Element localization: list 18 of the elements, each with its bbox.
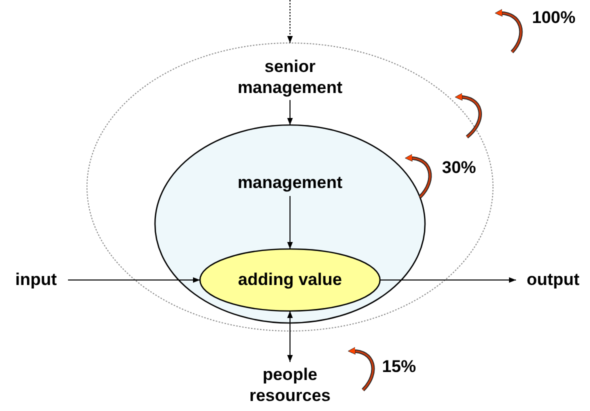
arrow: [287, 310, 293, 362]
node-label: management: [236, 172, 344, 193]
arrow: [287, 100, 293, 126]
node-label: input: [14, 269, 58, 290]
percentage-label: 15%: [382, 357, 416, 377]
arrow: [68, 277, 200, 283]
arrow: [287, 0, 293, 44]
node-label: senior management: [236, 56, 344, 98]
arrow: [287, 196, 293, 250]
percentage-label: 30%: [442, 158, 476, 178]
ellipse: [199, 248, 381, 312]
dotted-ellipse: [86, 42, 494, 332]
node-label: people resources: [248, 364, 332, 406]
node-label: adding value: [237, 269, 343, 290]
node-label: output: [526, 269, 580, 290]
arrow: [380, 277, 516, 283]
percentage-label: 100%: [532, 8, 576, 28]
ellipse: [154, 124, 426, 324]
